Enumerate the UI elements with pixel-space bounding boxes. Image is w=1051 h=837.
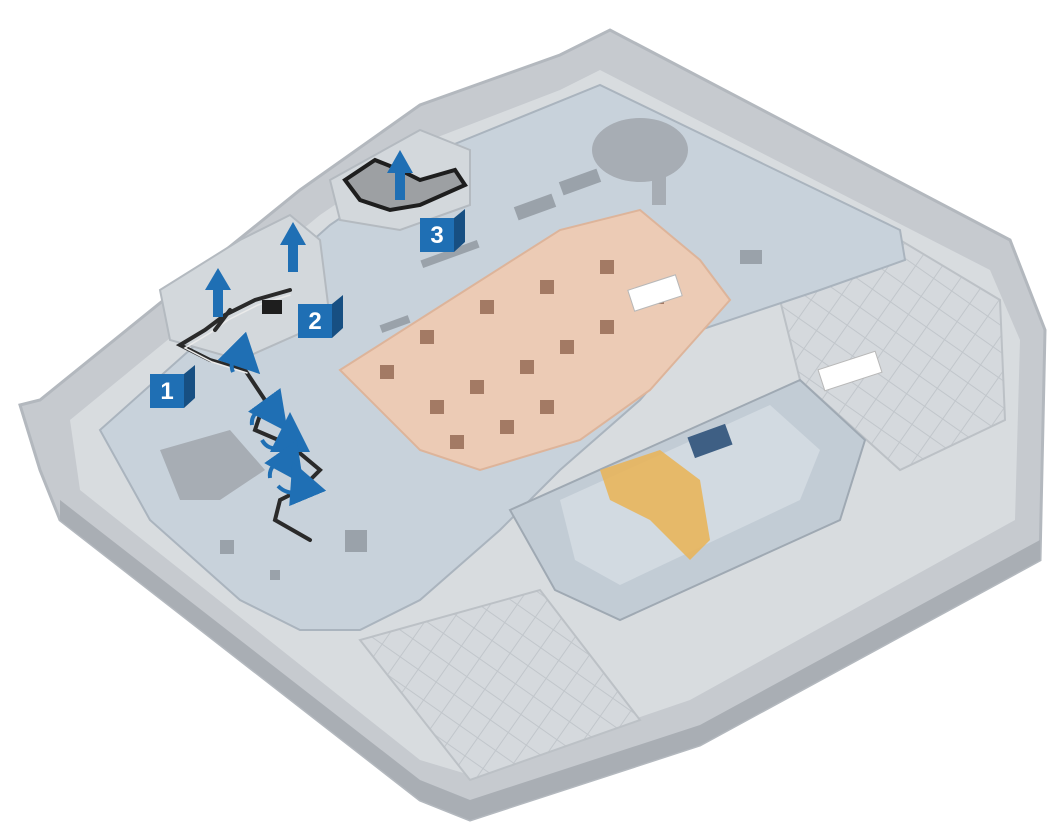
- connector-2-body: [262, 300, 282, 314]
- thermal-pad-left: [160, 430, 265, 500]
- arrow-up-icon: [280, 222, 306, 272]
- touchpad-connector: [687, 423, 733, 459]
- touchpad-assembly: [508, 350, 883, 622]
- touchpad-label: [817, 350, 883, 392]
- left-speaker-grille: [358, 588, 642, 782]
- callout-2: 2: [298, 295, 343, 338]
- callout-1: 1: [150, 365, 195, 408]
- copper-sheet-label: [627, 274, 683, 312]
- copper-sheet-holes: [380, 260, 664, 449]
- touchpad-flex-cable: [600, 450, 710, 560]
- routing-arrows: [217, 331, 327, 507]
- thermal-pad-round: [592, 118, 688, 205]
- removal-arrows: [205, 150, 413, 317]
- plate-slots: [220, 168, 762, 580]
- arrow-up-icon: [387, 150, 413, 200]
- arrow-up-icon: [205, 268, 231, 317]
- connector-1-lead: [213, 308, 232, 332]
- callout-2-label: 2: [308, 308, 321, 335]
- curved-arrow-icon: [217, 331, 261, 375]
- chassis-front-wall: [60, 500, 1040, 820]
- curved-arrow-icon: [276, 461, 327, 507]
- callout-3: 3: [420, 209, 465, 252]
- callout-1-label: 1: [160, 378, 173, 405]
- callout-3-label: 3: [430, 222, 443, 249]
- cable-white-strand: [183, 294, 291, 374]
